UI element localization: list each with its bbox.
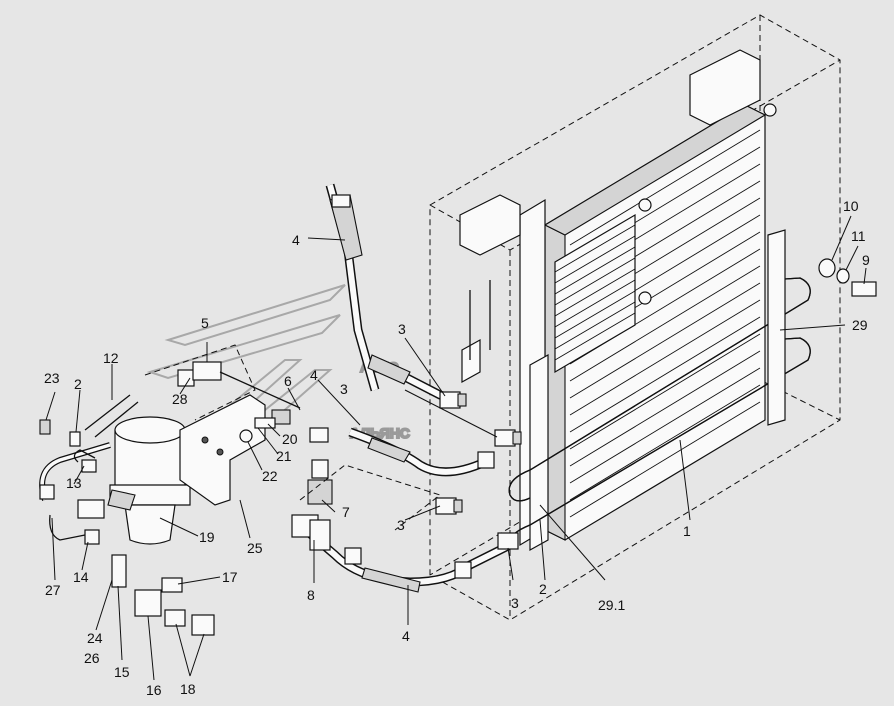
filter-assembly — [107, 416, 191, 545]
fitting-bottom — [497, 532, 519, 550]
callout-labels: 1 2 2 3 3 3 3 4 4 4 5 6 7 8 9 10 11 12 1… — [44, 198, 870, 698]
callout-23: 23 — [44, 370, 60, 386]
callout-2-right: 2 — [539, 581, 547, 597]
callout-26: 26 — [84, 650, 100, 666]
callout-12: 12 — [103, 350, 119, 366]
callout-17: 17 — [222, 569, 238, 585]
bracket — [179, 394, 266, 506]
radiator-assembly — [429, 14, 841, 621]
callout-2-left: 2 — [74, 376, 82, 392]
callout-22: 22 — [262, 468, 278, 484]
callout-3-middle: 3 — [340, 381, 348, 397]
fitting-lower — [435, 497, 463, 515]
hose-upper — [325, 183, 380, 392]
callout-27: 27 — [45, 582, 61, 598]
callout-3-lower: 3 — [397, 517, 405, 533]
callout-19: 19 — [199, 529, 215, 545]
callout-6: 6 — [284, 373, 292, 389]
callout-20: 20 — [282, 431, 298, 447]
adapter-fitting — [307, 427, 333, 505]
callout-4-middle: 4 — [310, 367, 318, 383]
elbow-top — [177, 361, 222, 387]
fitting-middle — [494, 429, 522, 447]
callout-13: 13 — [66, 475, 82, 491]
callout-29: 29 — [852, 317, 868, 333]
callout-5: 5 — [201, 315, 209, 331]
mount-bolt — [818, 258, 877, 297]
bolt-assembly — [239, 409, 291, 443]
callout-9: 9 — [862, 252, 870, 268]
callout-11: 11 — [851, 228, 866, 244]
callout-3-upper: 3 — [398, 321, 406, 337]
callout-18: 18 — [180, 681, 196, 697]
callout-15: 15 — [114, 664, 130, 680]
callout-16: 16 — [146, 682, 162, 698]
callout-4-bottom: 4 — [402, 628, 410, 644]
tee-fitting — [291, 514, 331, 551]
leader-lines — [45, 215, 867, 681]
callout-3-bottom: 3 — [511, 595, 519, 611]
callout-7: 7 — [342, 504, 350, 520]
callout-8: 8 — [307, 587, 315, 603]
callout-29-1: 29.1 — [598, 597, 625, 613]
callout-10: 10 — [843, 198, 859, 214]
callout-25: 25 — [247, 540, 263, 556]
callout-28: 28 — [172, 391, 188, 407]
callout-24: 24 — [87, 630, 103, 646]
callout-1: 1 — [683, 523, 691, 539]
callout-4-upper: 4 — [292, 232, 300, 248]
lower-fittings — [111, 554, 215, 636]
callout-14: 14 — [73, 569, 89, 585]
callout-21: 21 — [276, 448, 292, 464]
